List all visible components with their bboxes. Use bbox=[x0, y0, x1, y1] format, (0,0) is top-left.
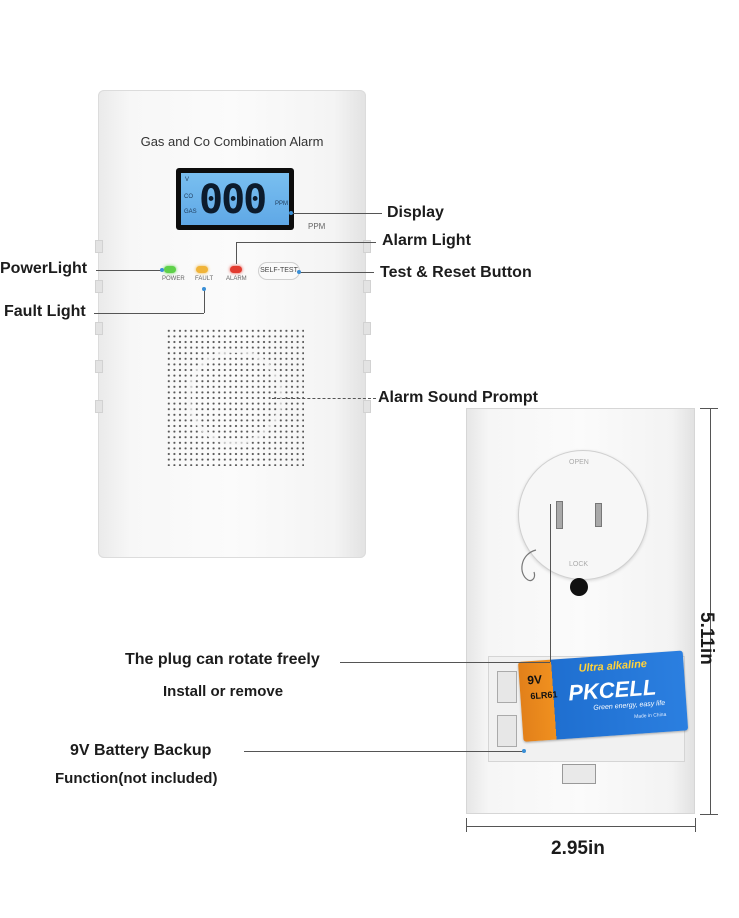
speaker-grille bbox=[166, 328, 304, 466]
battery-type: Ultra alkaline bbox=[578, 658, 648, 675]
side-vent bbox=[363, 400, 371, 413]
callout-line bbox=[292, 213, 382, 214]
callout-line bbox=[94, 313, 204, 314]
side-vent bbox=[363, 360, 371, 373]
callout-plug-rotate: The plug can rotate freely bbox=[125, 651, 320, 668]
side-vent bbox=[363, 322, 371, 335]
self-test-button[interactable]: SELF-TEST bbox=[258, 262, 300, 280]
side-vent bbox=[95, 360, 103, 373]
dimension-tick bbox=[466, 818, 467, 832]
callout-dot bbox=[297, 270, 301, 274]
dial-open-text: OPEN bbox=[569, 459, 589, 466]
dimension-tick bbox=[695, 818, 696, 832]
side-vent bbox=[95, 400, 103, 413]
battery-terminal bbox=[497, 671, 517, 703]
battery-voltage: 9V bbox=[526, 672, 543, 688]
callout-line bbox=[272, 398, 376, 399]
callout-display: Display bbox=[387, 204, 444, 221]
side-vent bbox=[363, 280, 371, 293]
side-vent bbox=[95, 240, 103, 253]
battery-model: 6LR61 bbox=[530, 689, 558, 702]
callout-line bbox=[236, 242, 376, 243]
height-dimension-line bbox=[710, 408, 711, 814]
lcd-screen: V CO GAS 000 PPM bbox=[181, 173, 289, 225]
battery-terminal bbox=[497, 715, 517, 747]
plug-prong-right bbox=[595, 503, 602, 527]
callout-line bbox=[244, 751, 524, 752]
height-dimension-label: 5.11in bbox=[696, 612, 717, 665]
fault-led bbox=[196, 266, 208, 273]
lcd-ppm: PPM bbox=[275, 201, 289, 207]
lcd-digits: 000 bbox=[199, 177, 267, 223]
callout-alarm-sound: Alarm Sound Prompt bbox=[378, 389, 539, 406]
callout-alarm-light: Alarm Light bbox=[382, 232, 471, 249]
alarm-led-label: ALARM bbox=[226, 276, 247, 282]
callout-dot bbox=[202, 287, 206, 291]
width-dimension-line bbox=[466, 826, 695, 827]
power-led bbox=[164, 266, 176, 273]
lcd-indicator-co: CO bbox=[184, 194, 193, 200]
callout-line bbox=[550, 504, 551, 662]
side-vent bbox=[95, 322, 103, 335]
dimension-tick bbox=[700, 814, 718, 815]
lcd-indicator-v: V bbox=[185, 177, 190, 183]
back-view-device: OPEN LOCK bbox=[466, 408, 695, 814]
front-view-device: Gas and Co Combination Alarm V CO GAS 00… bbox=[95, 90, 371, 558]
dial-lock-text: LOCK bbox=[569, 561, 589, 568]
lcd-display: V CO GAS 000 PPM bbox=[176, 168, 294, 230]
device-title: Gas and Co Combination Alarm bbox=[140, 134, 324, 149]
side-vent bbox=[363, 240, 371, 253]
callout-battery-backup: 9V Battery Backup bbox=[70, 742, 212, 759]
callout-dot bbox=[522, 749, 526, 753]
callout-fault-light: Fault Light bbox=[4, 303, 86, 320]
mounting-hole bbox=[570, 578, 588, 596]
lcd-indicator-gas: GAS bbox=[184, 209, 197, 215]
ppm-label: PPM bbox=[308, 222, 326, 231]
battery-latch[interactable] bbox=[562, 764, 596, 784]
fault-led-label: FAULT bbox=[195, 276, 214, 282]
plug-prong-left bbox=[556, 501, 563, 529]
wire-loop-icon bbox=[521, 549, 537, 582]
side-vent bbox=[95, 280, 103, 293]
callout-dot bbox=[160, 268, 164, 272]
callout-test-reset: Test & Reset Button bbox=[380, 264, 532, 281]
power-led-label: POWER bbox=[162, 276, 185, 282]
rotating-plug-dial[interactable]: OPEN LOCK bbox=[518, 450, 648, 580]
callout-install-remove: Install or remove bbox=[163, 683, 284, 700]
dimension-tick bbox=[700, 408, 718, 409]
callout-line bbox=[300, 272, 374, 273]
callout-dot bbox=[289, 211, 293, 215]
callout-line bbox=[340, 662, 550, 663]
callout-line bbox=[204, 290, 205, 313]
callout-line bbox=[236, 242, 237, 264]
callout-line bbox=[96, 270, 162, 271]
battery-made-in: Made in China bbox=[633, 711, 667, 721]
9v-battery: 9V 6LR61 Ultra alkaline PKCELL Green ene… bbox=[518, 650, 689, 742]
alarm-led bbox=[230, 266, 242, 273]
callout-power-light: PowerLight bbox=[0, 260, 88, 277]
width-dimension-label: 2.95in bbox=[551, 838, 605, 859]
callout-function-note: Function(not included) bbox=[55, 770, 218, 787]
